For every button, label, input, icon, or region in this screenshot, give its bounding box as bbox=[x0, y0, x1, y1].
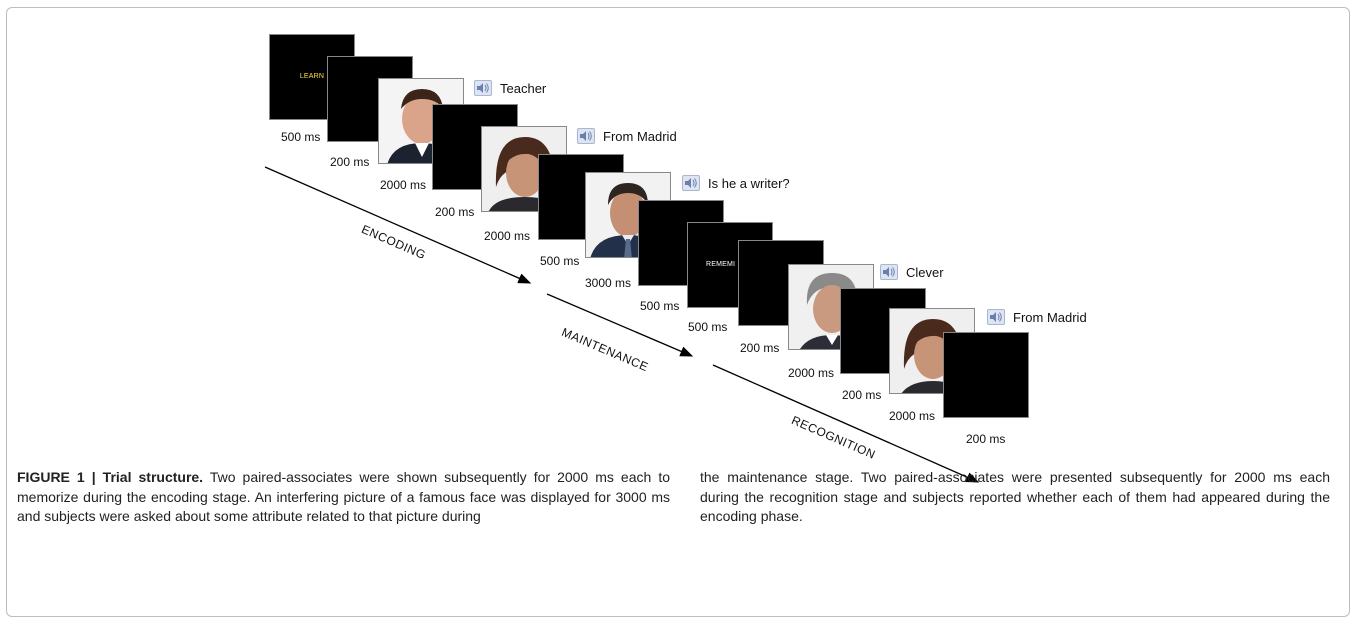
encoding-arrow bbox=[264, 166, 532, 284]
speaker-icon bbox=[474, 80, 492, 96]
audio-text: Is he a writer? bbox=[708, 175, 790, 191]
duration-label: 2000 ms bbox=[380, 178, 427, 192]
duration-label: 200 ms bbox=[966, 432, 1006, 446]
duration-label: 500 ms bbox=[688, 320, 728, 334]
remember-word: REMEMI bbox=[706, 261, 736, 268]
audio-cue-is-he-a-writer: Is he a writer? bbox=[682, 175, 790, 191]
duration-label: 200 ms bbox=[740, 341, 780, 355]
figure-caption-text-left: Two paired-associates were shown subsequ… bbox=[17, 469, 670, 524]
duration-label: 2000 ms bbox=[788, 366, 835, 380]
duration-label: 3000 ms bbox=[585, 276, 632, 290]
duration-label: 500 ms bbox=[281, 130, 321, 144]
audio-text: Teacher bbox=[500, 80, 547, 96]
duration-label: 2000 ms bbox=[484, 229, 531, 243]
audio-cue-clever: Clever bbox=[880, 264, 944, 280]
speaker-icon bbox=[880, 264, 898, 280]
figure-border bbox=[6, 7, 1350, 617]
learn-word: LEARN bbox=[299, 73, 325, 80]
audio-cue-teacher: Teacher bbox=[474, 80, 546, 96]
maintenance-arrow bbox=[546, 293, 694, 357]
speaker-icon bbox=[682, 175, 700, 191]
speaker-icon bbox=[577, 128, 595, 144]
audio-text: From Madrid bbox=[1013, 309, 1087, 325]
figure-caption-right: the maintenance stage. Two paired-associ… bbox=[700, 469, 1330, 524]
figure-caption-label: FIGURE 1 | Trial structure. bbox=[17, 469, 204, 485]
speaker-icon bbox=[987, 309, 1005, 325]
duration-label: 200 ms bbox=[435, 205, 475, 219]
duration-label: 200 ms bbox=[842, 388, 882, 402]
audio-cue-from-madrid-2: From Madrid bbox=[987, 309, 1087, 325]
audio-cue-from-madrid-1: From Madrid bbox=[577, 128, 677, 144]
audio-text: Clever bbox=[906, 264, 944, 280]
duration-label: 500 ms bbox=[640, 299, 680, 313]
duration-label: 2000 ms bbox=[889, 409, 936, 423]
screen-blank-7 bbox=[943, 332, 1029, 418]
duration-label: 500 ms bbox=[540, 254, 580, 268]
recognition-arrow bbox=[712, 364, 980, 483]
figure-caption-left: FIGURE 1 | Trial structure. Two paired-a… bbox=[17, 468, 670, 527]
audio-text: From Madrid bbox=[603, 128, 677, 144]
duration-label: 200 ms bbox=[330, 155, 370, 169]
